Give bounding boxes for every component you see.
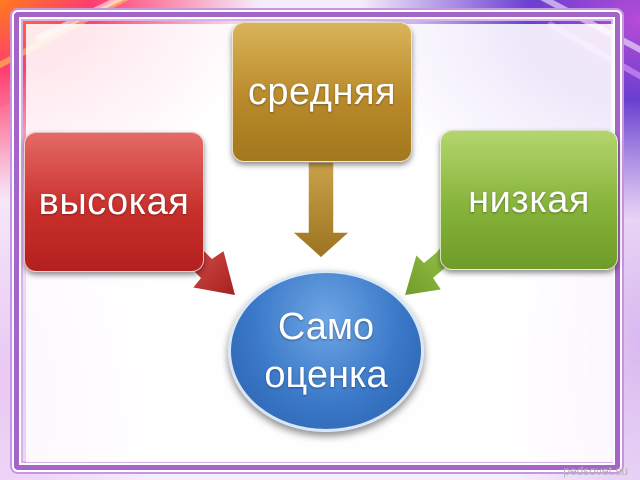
center-label-line1: Само [277, 306, 375, 348]
node-low-label: низкая [468, 178, 590, 221]
node-medium: средняя [232, 22, 412, 162]
node-high: высокая [24, 132, 204, 272]
arrow-medium-to-center [290, 161, 352, 260]
center-label-line2: оценка [264, 354, 388, 396]
node-high-label: высокая [38, 180, 190, 223]
center-node: Само оценка [228, 270, 424, 432]
watermark: pedsovet.su [563, 464, 628, 478]
node-low: низкая [440, 130, 618, 270]
node-medium-label: средняя [247, 70, 397, 113]
